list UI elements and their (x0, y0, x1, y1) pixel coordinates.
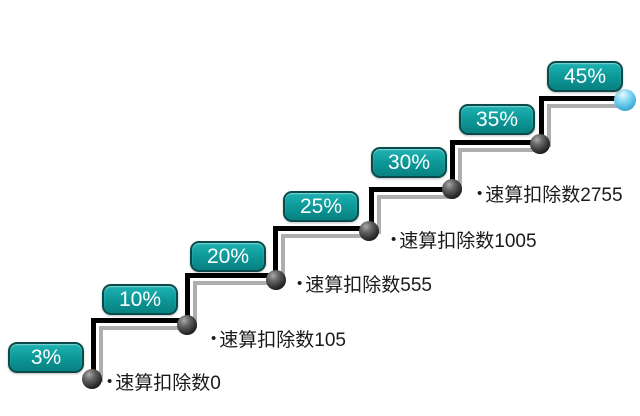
deduction-label-2: • 速算扣除数555 (297, 270, 432, 297)
deduction-label-3: • 速算扣除数1005 (391, 226, 537, 253)
step-line (539, 96, 627, 145)
end-ball (614, 89, 636, 111)
rate-badge-10: 10% (102, 284, 178, 315)
rate-badge-25: 25% (283, 191, 359, 222)
step-line (91, 318, 187, 380)
step-line-shadow (458, 148, 545, 192)
rate-badge-45: 45% (547, 61, 623, 92)
deduction-text: 速算扣除数105 (219, 330, 346, 351)
step-corner-ball (82, 369, 102, 389)
step-line (450, 140, 543, 190)
deduction-label-1: • 速算扣除数105 (211, 325, 346, 352)
step-corner-ball (442, 179, 462, 199)
rate-badge-30: 30% (371, 147, 447, 178)
step-line (185, 273, 276, 326)
deduction-label-4: • 速算扣除数2755 (477, 180, 623, 207)
step-corner-ball (359, 221, 379, 241)
bullet-icon: • (211, 330, 217, 347)
deduction-text: 速算扣除数0 (115, 373, 221, 394)
rate-badge-3: 3% (8, 342, 84, 373)
step-corner-ball (177, 315, 197, 335)
step-corner-ball (530, 134, 550, 154)
step-line (273, 226, 373, 281)
bullet-icon: • (477, 185, 483, 202)
deduction-label-0: • 速算扣除数0 (107, 368, 221, 395)
step-line-shadow (193, 281, 278, 328)
bullet-icon: • (107, 373, 113, 390)
bullet-icon: • (391, 231, 397, 248)
deduction-text: 速算扣除数1005 (399, 231, 537, 252)
deduction-text: 速算扣除数555 (305, 275, 432, 296)
rate-badge-35: 35% (459, 104, 535, 135)
rate-badge-20: 20% (190, 241, 266, 272)
step-line-shadow (281, 234, 375, 283)
step-line-shadow (377, 195, 455, 234)
bullet-icon: • (297, 275, 303, 292)
deduction-text: 速算扣除数2755 (485, 185, 623, 206)
step-line (369, 187, 453, 232)
step-line-shadow (547, 104, 629, 147)
step-corner-ball (266, 270, 286, 290)
step-line-shadow (99, 326, 189, 382)
